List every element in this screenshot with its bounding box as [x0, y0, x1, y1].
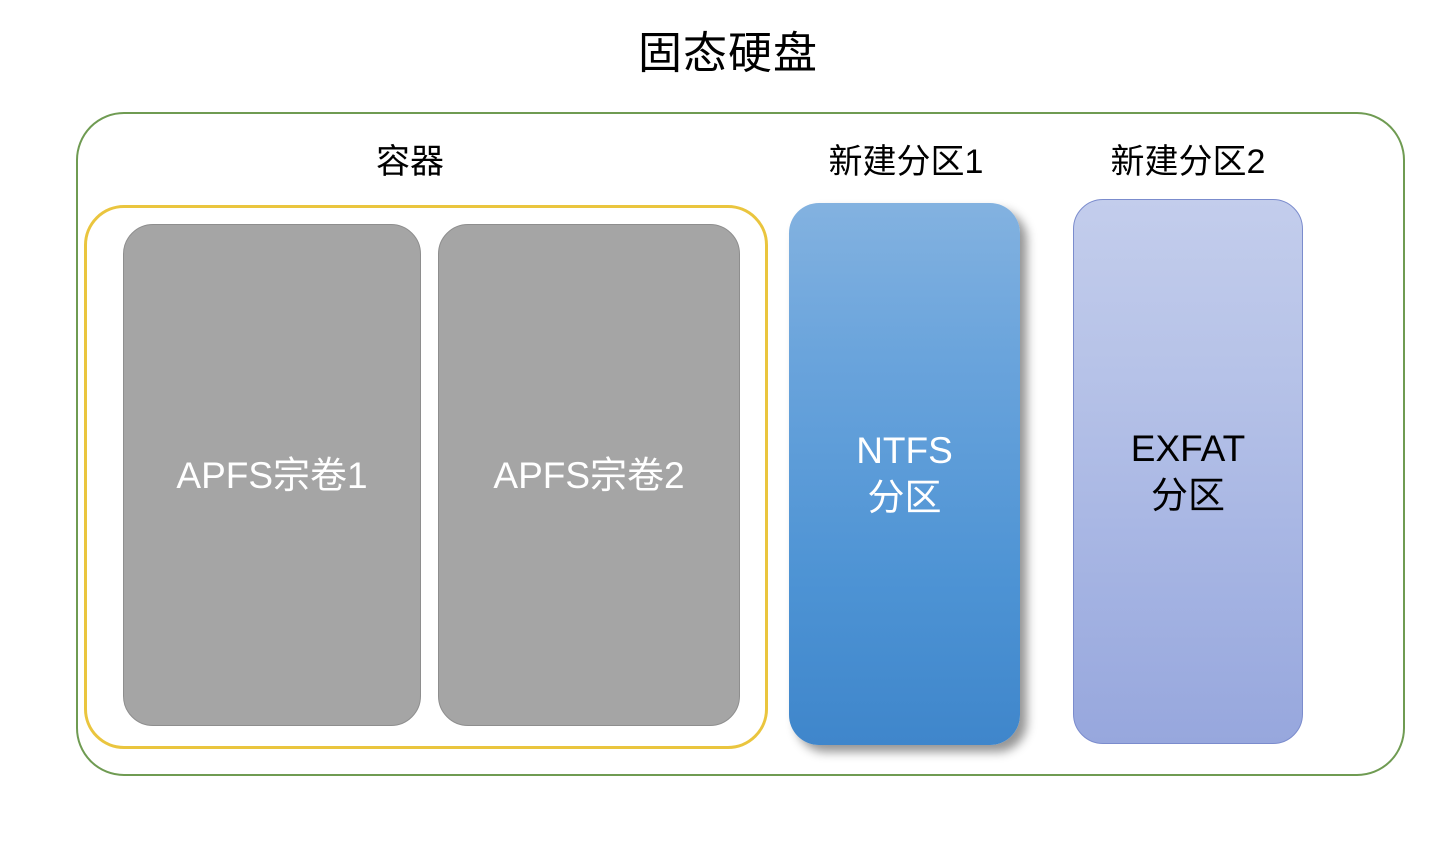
apfs-volume-1-label: APFS宗卷1: [176, 454, 368, 496]
exfat-partition-label: EXFAT 分区: [1130, 427, 1246, 516]
disk-boundary: [76, 112, 1405, 776]
label-partition-2: 新建分区2: [1110, 143, 1266, 181]
label-container: 容器: [376, 143, 444, 181]
ntfs-partition-block: NTFS 分区: [789, 203, 1020, 745]
apfs-volume-1-block: APFS宗卷1: [123, 224, 421, 726]
page-title: 固态硬盘: [638, 29, 818, 78]
apfs-volume-2-label: APFS宗卷2: [493, 454, 685, 496]
apfs-container-boundary: [84, 205, 768, 749]
exfat-partition-block: EXFAT 分区: [1073, 199, 1303, 744]
label-partition-1: 新建分区1: [828, 143, 984, 181]
ntfs-partition-label: NTFS 分区: [856, 430, 953, 518]
apfs-volume-2-block: APFS宗卷2: [438, 224, 740, 726]
